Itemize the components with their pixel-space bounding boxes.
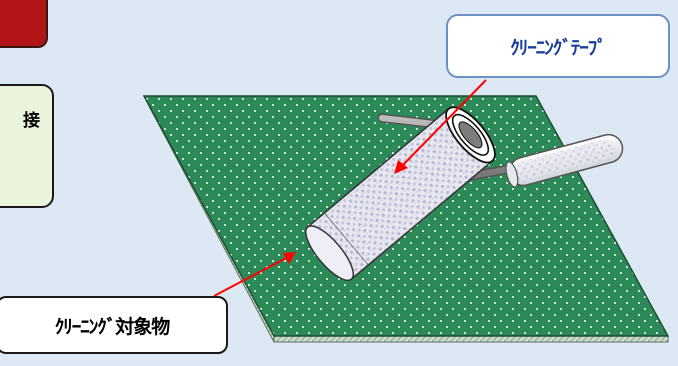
partial-label-box: 接	[0, 84, 54, 208]
partial-label-text: 接	[23, 111, 40, 131]
cleaning-target-label: ｸﾘｰﾆﾝｸﾞ対象物	[0, 296, 228, 354]
arrow-to-target	[213, 252, 296, 297]
cleaning-tape-text: ｸﾘｰﾆﾝｸﾞﾃｰﾌﾟ	[510, 36, 607, 59]
cleaning-target-text: ｸﾘｰﾆﾝｸﾞ対象物	[54, 315, 171, 338]
cleaning-tape-label: ｸﾘｰﾆﾝｸﾞﾃｰﾌﾟ	[446, 14, 670, 78]
red-label-box	[0, 0, 48, 48]
arrow-to-tape	[394, 79, 487, 174]
